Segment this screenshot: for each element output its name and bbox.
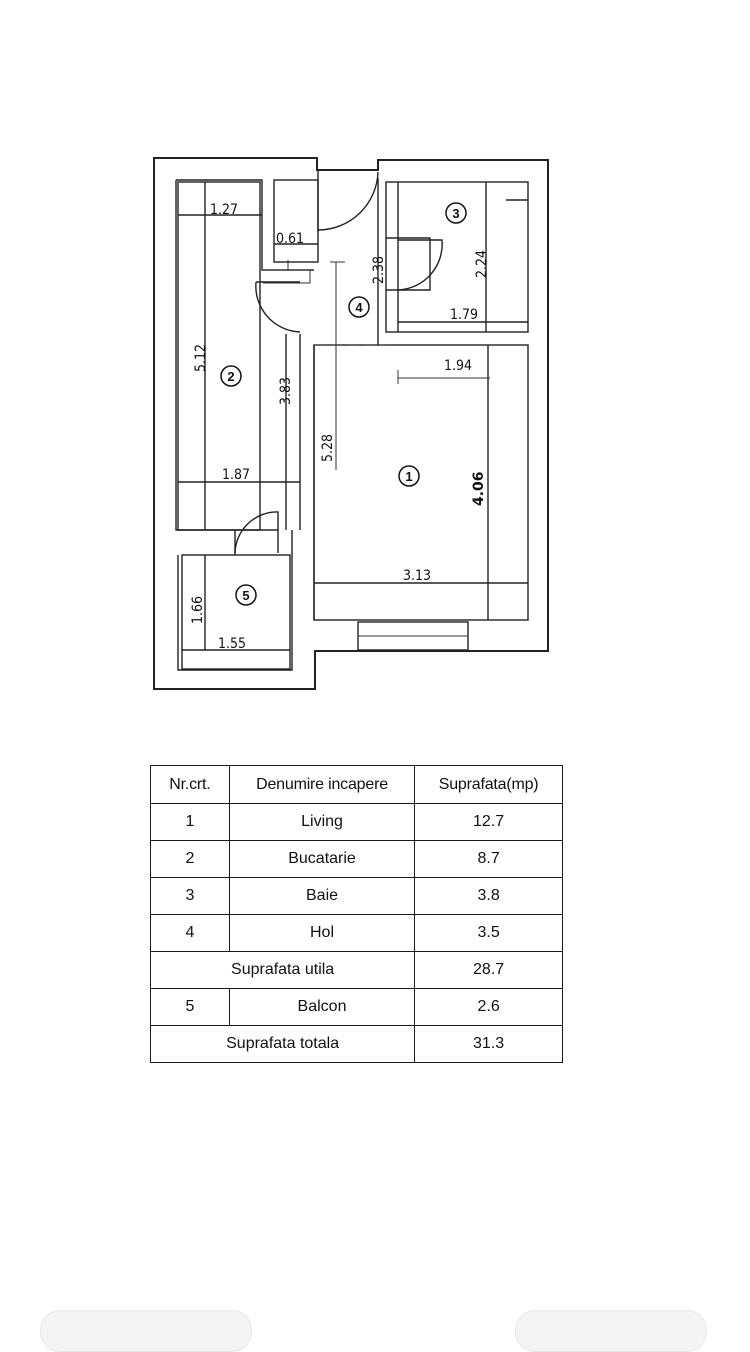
header-area: Suprafata(mp): [414, 765, 563, 804]
dim-5-12: 5.12: [193, 344, 209, 372]
bath-outline: [385, 181, 529, 333]
table-row: 3 Baie 3.8: [150, 877, 563, 915]
bath-door: [397, 239, 443, 291]
useful-area-value: 28.7: [414, 951, 563, 989]
dim-4-06: 4.06: [471, 471, 487, 506]
dim-1-55: 1.55: [218, 636, 246, 652]
bottom-left-pill[interactable]: [40, 1310, 252, 1352]
row-area: 3.8: [414, 877, 563, 915]
bottom-right-pill[interactable]: [515, 1310, 707, 1352]
row-name: Living: [228, 803, 416, 841]
dim-1-87: 1.87: [222, 467, 250, 483]
row-name: Bucatarie: [228, 840, 416, 878]
row-name: Baie: [228, 877, 416, 915]
useful-area-row: Suprafata utila 28.7: [149, 951, 563, 989]
room-marker-3: 3: [445, 202, 467, 224]
table-row: 4 Hol 3.5: [150, 914, 563, 952]
dim-1-94: 1.94: [444, 358, 472, 374]
row-name: Balcon: [228, 988, 416, 1026]
row-area: 12.7: [414, 803, 563, 841]
room-marker-2: 2: [220, 365, 242, 387]
row-area: 3.5: [414, 914, 563, 952]
header-name: Denumire incapere: [228, 765, 416, 804]
outer-wall: [153, 157, 549, 690]
svg-text:1: 1: [405, 469, 412, 484]
total-area-value: 31.3: [414, 1025, 563, 1063]
row-nr: 1: [150, 803, 230, 841]
svg-text:4: 4: [355, 300, 363, 315]
dim-2-24: 2.24: [474, 250, 490, 278]
room-marker-5: 5: [235, 584, 257, 606]
total-area-label: Suprafata totala: [149, 1025, 416, 1063]
dim-5-28: 5.28: [320, 434, 336, 462]
row-nr: 5: [150, 988, 230, 1026]
dim-3-83: 3.83: [278, 377, 294, 405]
row-area: 2.6: [414, 988, 563, 1026]
svg-text:2: 2: [227, 369, 234, 384]
kitchen-door: [255, 281, 301, 333]
table-header-row: Nr.crt. Denumire incapere Suprafata(mp): [150, 765, 563, 804]
room-marker-1: 1: [398, 465, 420, 487]
table-row: 5 Balcon 2.6: [150, 988, 563, 1026]
entrance-door: [317, 171, 379, 231]
row-nr: 3: [150, 877, 230, 915]
dim-2-38: 2.38: [371, 256, 387, 284]
row-area: 8.7: [414, 840, 563, 878]
floor-plan: 1.27 0.61 5.12 3.83 1.87 2.38 2.24 1.79 …: [153, 157, 549, 690]
dim-0-61: 0.61: [276, 231, 304, 247]
dim-3-13: 3.13: [403, 568, 431, 584]
total-area-row: Suprafata totala 31.3: [149, 1025, 563, 1063]
balcony-outline: [181, 554, 291, 670]
table-row: 2 Bucatarie 8.7: [150, 840, 563, 878]
dim-1-66: 1.66: [190, 596, 206, 624]
header-nr: Nr.crt.: [150, 765, 230, 804]
inner-wall: [175, 178, 379, 671]
area-table: Nr.crt. Denumire incapere Suprafata(mp) …: [149, 765, 563, 1063]
wc-outline: [273, 179, 319, 263]
room-marker-4: 4: [348, 296, 370, 318]
svg-text:3: 3: [452, 206, 459, 221]
table-row: 1 Living 12.7: [150, 803, 563, 841]
dim-1-27: 1.27: [210, 202, 238, 218]
row-nr: 4: [150, 914, 230, 952]
useful-area-label: Suprafata utila: [149, 951, 416, 989]
kitchen-outline: [177, 181, 261, 531]
balcony-door: [234, 511, 279, 554]
row-nr: 2: [150, 840, 230, 878]
dim-1-79: 1.79: [450, 307, 478, 323]
row-name: Hol: [228, 914, 416, 952]
svg-text:5: 5: [242, 588, 249, 603]
